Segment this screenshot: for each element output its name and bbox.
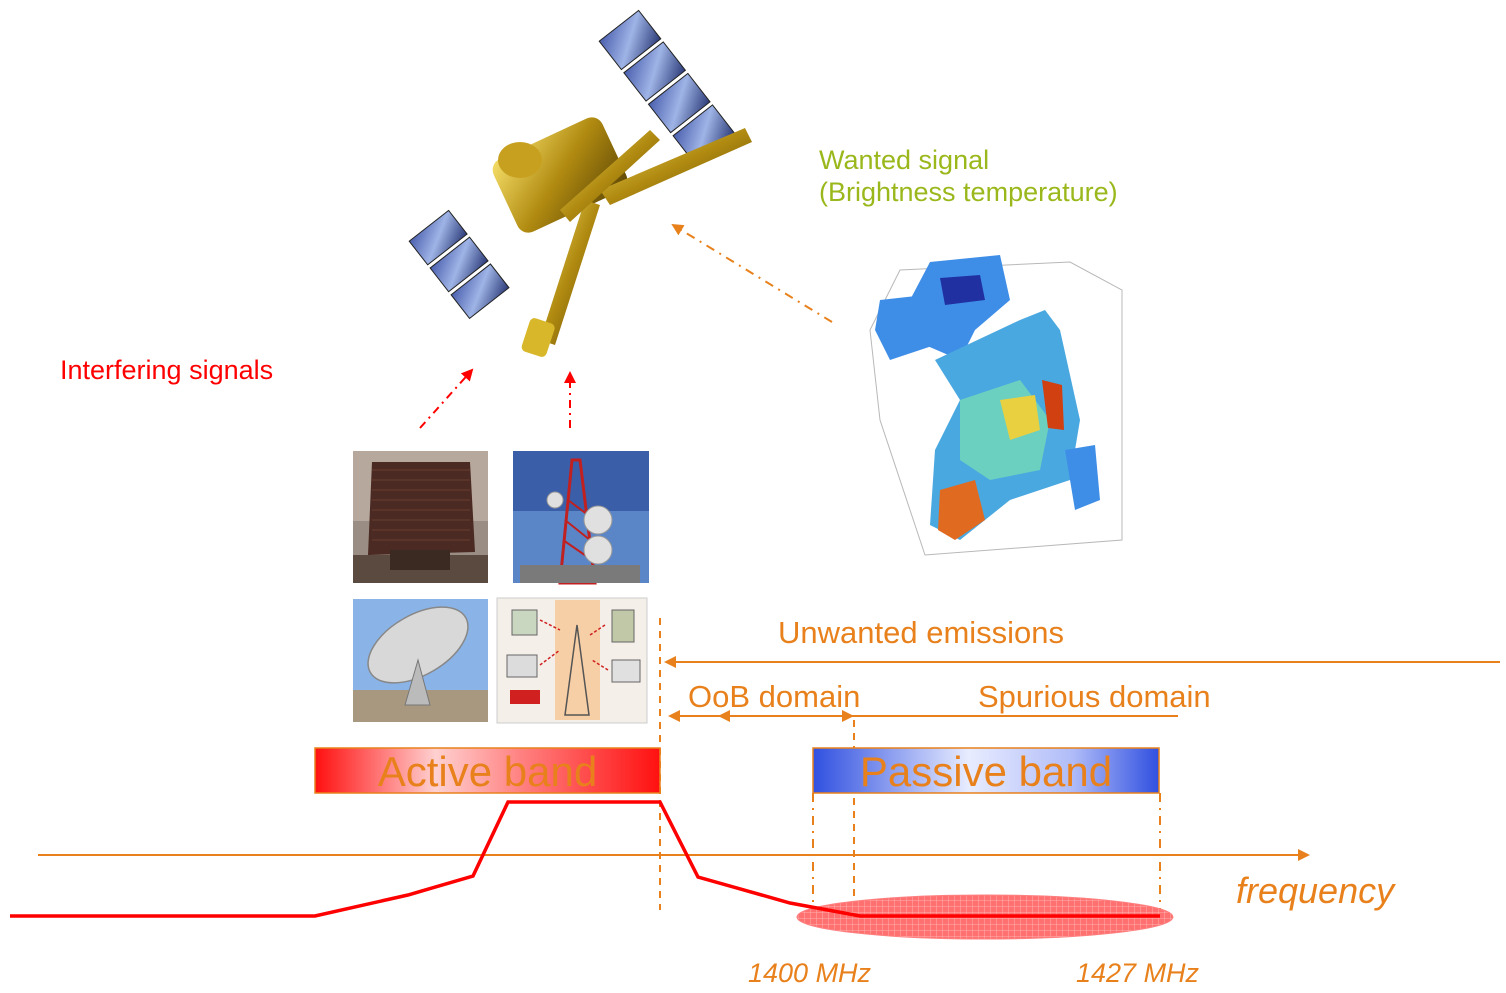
active-band-box [314,747,661,794]
satellite-dish-icon [353,599,488,722]
active-band-label: Active band [377,748,598,795]
wanted-signal-label: Wanted signal (Brightness temperature) [819,144,1118,208]
satellite-icon [408,9,752,357]
oob-domain-label: OoB domain [688,679,861,714]
passive-band-label: Passive band [859,748,1113,795]
frequency-label: frequency [1236,870,1395,911]
spurious-domain-label: Spurious domain [978,679,1211,714]
emission-spectrum-curve [10,800,1160,918]
passive-band-box [812,747,1160,794]
unwanted-emissions-label: Unwanted emissions [778,615,1065,650]
wanted-signal-title: Wanted signal [819,145,990,175]
brightness-temperature-map [869,255,1123,556]
freq-1427-label: 1427 MHz [1076,958,1200,988]
wanted-signal-arrow [671,223,833,323]
interfering-signals-label: Interfering signals [60,355,274,385]
mobile-network-diagram-icon [496,597,648,724]
radar-antenna-icon [353,451,488,583]
wanted-signal-subtitle: (Brightness temperature) [819,177,1118,207]
interfering-arrow-1 [419,368,474,429]
telecom-tower-icon [513,451,649,585]
freq-1400-label: 1400 MHz [748,958,872,988]
